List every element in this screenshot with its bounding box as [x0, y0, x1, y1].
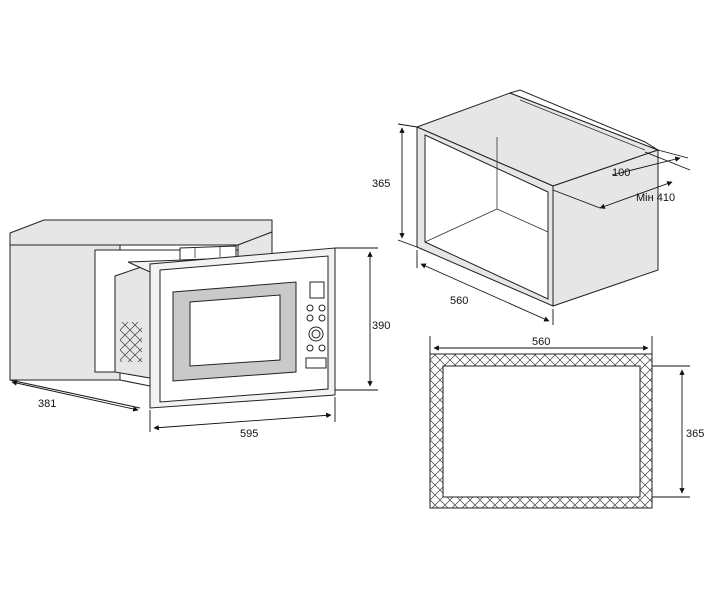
oven-depth-label: 381 — [38, 398, 56, 410]
side-vent — [120, 322, 142, 362]
frame-height-label: 365 — [686, 428, 704, 440]
display-window — [309, 281, 325, 299]
frame-width-label: 560 — [532, 336, 550, 348]
niche-front-frame: 560 365 — [429, 336, 704, 509]
dim-frame-width: 560 — [429, 336, 653, 354]
oven-front — [149, 247, 336, 409]
dim-oven-height: 390 — [335, 247, 390, 391]
dim-niche-width-iso: 560 — [416, 250, 554, 325]
niche-height-iso-label: 365 — [372, 178, 390, 190]
control-buttons — [306, 304, 326, 352]
oven-height-label: 390 — [372, 320, 390, 332]
oven-width-label: 595 — [240, 428, 258, 440]
dim-oven-width: 595 — [149, 397, 336, 440]
rear-gap-label: 100 — [612, 167, 630, 179]
niche-iso-view: 365 560 100 Мін 410 — [372, 89, 691, 325]
dim-frame-height: 365 — [652, 365, 704, 498]
dim-oven-depth: 381 — [11, 380, 139, 412]
dim-niche-height-iso: 365 — [372, 123, 418, 248]
door-open-button — [305, 357, 327, 369]
min-depth-label: Мін 410 — [636, 192, 675, 204]
oven-installation-view: 390 595 381 — [9, 219, 390, 440]
niche-width-iso-label: 560 — [450, 295, 468, 307]
dim-rear-gap: 100 — [611, 149, 691, 179]
dim-min-depth: Мін 410 — [552, 181, 675, 209]
